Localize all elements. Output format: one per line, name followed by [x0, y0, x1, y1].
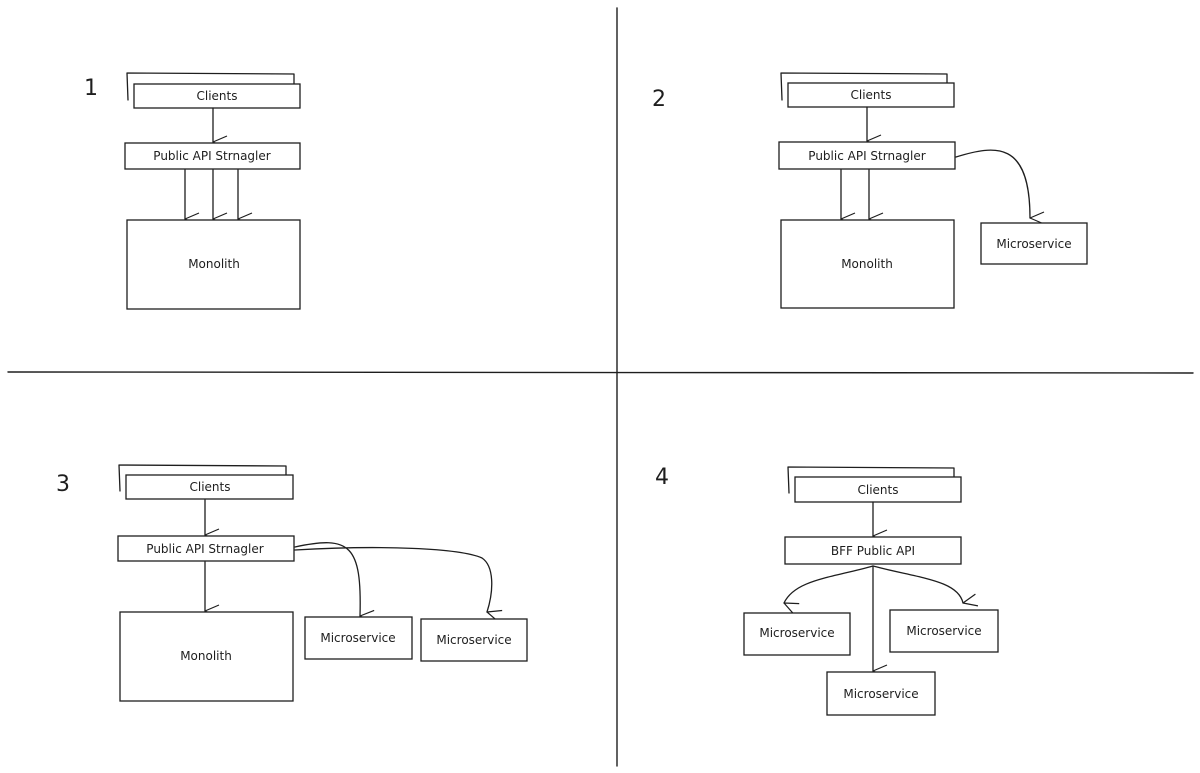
microservice-box-bottom: Microservice — [826, 671, 936, 716]
gateway-rect — [778, 141, 956, 170]
monolith-label: Monolith — [180, 649, 232, 663]
arrow-gateway-to-microservice — [955, 149, 1045, 225]
microservice-rect — [889, 609, 999, 653]
panel-number: 3 — [56, 472, 70, 497]
monolith-label: Monolith — [188, 257, 240, 271]
gateway-label: Public API Strnagler — [146, 542, 263, 556]
monolith-box: Monolith — [780, 219, 955, 309]
gateway-box: BFF Public API — [784, 536, 962, 565]
monolith-box: Monolith — [119, 611, 294, 702]
gateway-box: Public API Strnagler — [124, 142, 301, 170]
gateway-box: Public API Strnagler — [778, 141, 956, 170]
monolith-rect — [780, 219, 955, 309]
panel-number: 4 — [655, 465, 669, 490]
arrow-gateway-to-microservice-right — [872, 565, 979, 607]
microservice-box-left: Microservice — [743, 612, 851, 656]
clients-label: Clients — [197, 89, 238, 103]
panel-number: 1 — [84, 76, 98, 101]
arrow-gateway-to-microservice-1 — [294, 542, 375, 623]
clients-box: Clients — [118, 464, 294, 500]
panel-4: 4 Clients BFF Public API Microservice Mi… — [655, 465, 999, 716]
clients-box: Clients — [787, 466, 962, 503]
clients-label: Clients — [190, 480, 231, 494]
monolith-box: Monolith — [126, 219, 301, 310]
clients-box: Clients — [126, 72, 301, 109]
clients-rect — [133, 83, 301, 109]
clients-stack-shadow — [780, 72, 948, 101]
clients-stack-shadow — [787, 466, 955, 494]
panel-1: 1 Clients Public API Strnagler Monolith — [84, 72, 301, 310]
microservice-box: Microservice — [980, 222, 1088, 265]
microservice-label: Microservice — [906, 624, 981, 638]
microservice-box-right: Microservice — [889, 609, 999, 653]
clients-label: Clients — [851, 88, 892, 102]
microservice-label: Microservice — [843, 687, 918, 701]
microservice-rect — [980, 222, 1088, 265]
microservice-label: Microservice — [759, 626, 834, 640]
panel-2: 2 Clients Public API Strnagler Monolith … — [652, 72, 1088, 309]
clients-rect — [787, 82, 955, 108]
microservice-label: Microservice — [320, 631, 395, 645]
microservice-rect — [420, 618, 528, 662]
arrow-gateway-to-microservice-2 — [294, 547, 503, 623]
gateway-rect — [124, 142, 301, 170]
monolith-label: Monolith — [841, 257, 893, 271]
clients-rect — [125, 474, 294, 500]
gateway-rect — [117, 535, 295, 562]
panel-number: 2 — [652, 87, 666, 112]
gateway-box: Public API Strnagler — [117, 535, 295, 562]
gateway-rect — [784, 536, 962, 565]
panel-3: 3 Clients Public API Strnagler Monolith … — [56, 464, 528, 702]
clients-stack-shadow — [118, 464, 287, 492]
monolith-rect — [126, 219, 301, 310]
gateway-label: Public API Strnagler — [153, 149, 270, 163]
gateway-label: BFF Public API — [831, 544, 915, 558]
clients-rect — [794, 476, 962, 503]
clients-stack-shadow — [126, 72, 295, 101]
microservice-rect — [826, 671, 936, 716]
clients-label: Clients — [858, 483, 899, 497]
gateway-label: Public API Strnagler — [808, 149, 925, 163]
microservice-label: Microservice — [436, 633, 511, 647]
microservice-rect — [743, 612, 851, 656]
clients-box: Clients — [780, 72, 955, 108]
arrow-gateway-to-microservice-left — [783, 565, 874, 615]
monolith-rect — [119, 611, 294, 702]
microservice-label: Microservice — [996, 237, 1071, 251]
microservice-rect — [304, 616, 413, 660]
microservice-box-1: Microservice — [304, 616, 413, 660]
horizontal-divider — [7, 371, 1194, 374]
microservice-box-2: Microservice — [420, 618, 528, 662]
